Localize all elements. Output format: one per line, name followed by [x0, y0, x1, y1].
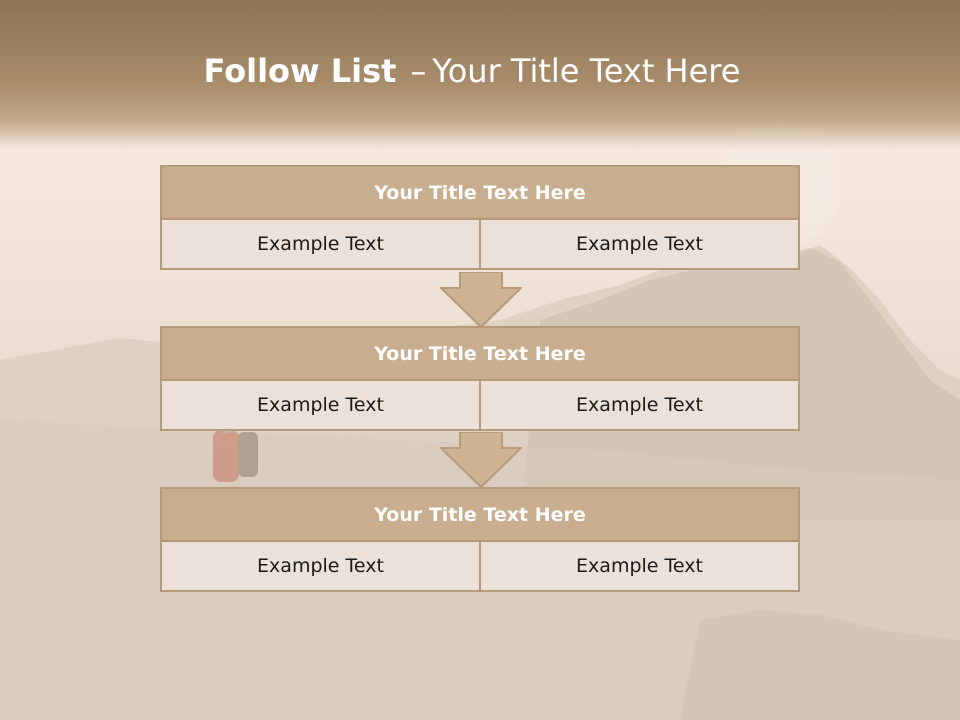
- block-cell-left: Example Text: [160, 381, 481, 431]
- down-arrow-icon: [440, 272, 522, 328]
- block-cell-left: Example Text: [160, 220, 481, 270]
- follow-list-block-2: Your Title Text Here Example Text Exampl…: [160, 326, 800, 431]
- slide-title-subtitle: Your Title Text Here: [432, 52, 741, 90]
- slide-title: Follow List–Your Title Text Here: [0, 52, 944, 90]
- block-row: Example Text Example Text: [160, 542, 800, 592]
- follow-list-block-1: Your Title Text Here Example Text Exampl…: [160, 165, 800, 270]
- block-cell-left: Example Text: [160, 542, 481, 592]
- block-cell-right: Example Text: [481, 542, 800, 592]
- slide-title-bold: Follow List: [203, 52, 397, 90]
- block-title: Your Title Text Here: [160, 326, 800, 381]
- block-title: Your Title Text Here: [160, 487, 800, 542]
- slide-title-separator: –: [410, 52, 427, 90]
- follow-list-block-3: Your Title Text Here Example Text Exampl…: [160, 487, 800, 592]
- block-cell-right: Example Text: [481, 381, 800, 431]
- block-row: Example Text Example Text: [160, 220, 800, 270]
- block-cell-right: Example Text: [481, 220, 800, 270]
- down-arrow-icon: [440, 432, 522, 488]
- header-band: [0, 0, 960, 150]
- block-row: Example Text Example Text: [160, 381, 800, 431]
- block-title: Your Title Text Here: [160, 165, 800, 220]
